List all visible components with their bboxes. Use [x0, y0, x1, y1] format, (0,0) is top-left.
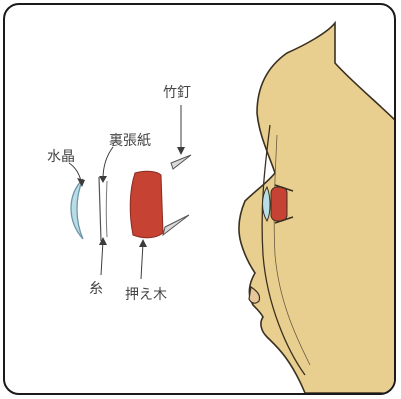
- arrowhead-lining-paper: [99, 176, 107, 183]
- arrow-wood-pad: [141, 243, 143, 279]
- label-bamboo-nail: 竹釘: [163, 84, 191, 101]
- illustration-frame: 竹釘 水晶 裏張紙 糸 押え木: [3, 3, 396, 395]
- eye-wood-in-head: [271, 187, 287, 221]
- arrowhead-bamboo-nail: [177, 147, 185, 155]
- label-crystal: 水晶: [47, 149, 75, 165]
- arrow-crystal: [69, 163, 81, 181]
- label-wood-pad: 押え木: [125, 287, 167, 303]
- arrow-thread: [101, 241, 103, 275]
- arrowhead-wood-pad: [139, 239, 147, 247]
- lining-paper: [99, 177, 101, 241]
- bamboo-nail-bottom: [163, 215, 189, 235]
- arrowhead-thread: [99, 237, 107, 245]
- label-lining-paper: 裏張紙: [109, 132, 151, 149]
- wood-pad-block: [130, 171, 163, 238]
- bamboo-nail-top: [171, 155, 191, 169]
- crystal-lens: [71, 179, 83, 239]
- lining-paper-2: [106, 181, 107, 237]
- arrow-lining-paper: [103, 147, 113, 179]
- label-thread: 糸: [89, 281, 103, 297]
- doll-eye-diagram: 竹釘 水晶 裏張紙 糸 押え木: [5, 5, 396, 395]
